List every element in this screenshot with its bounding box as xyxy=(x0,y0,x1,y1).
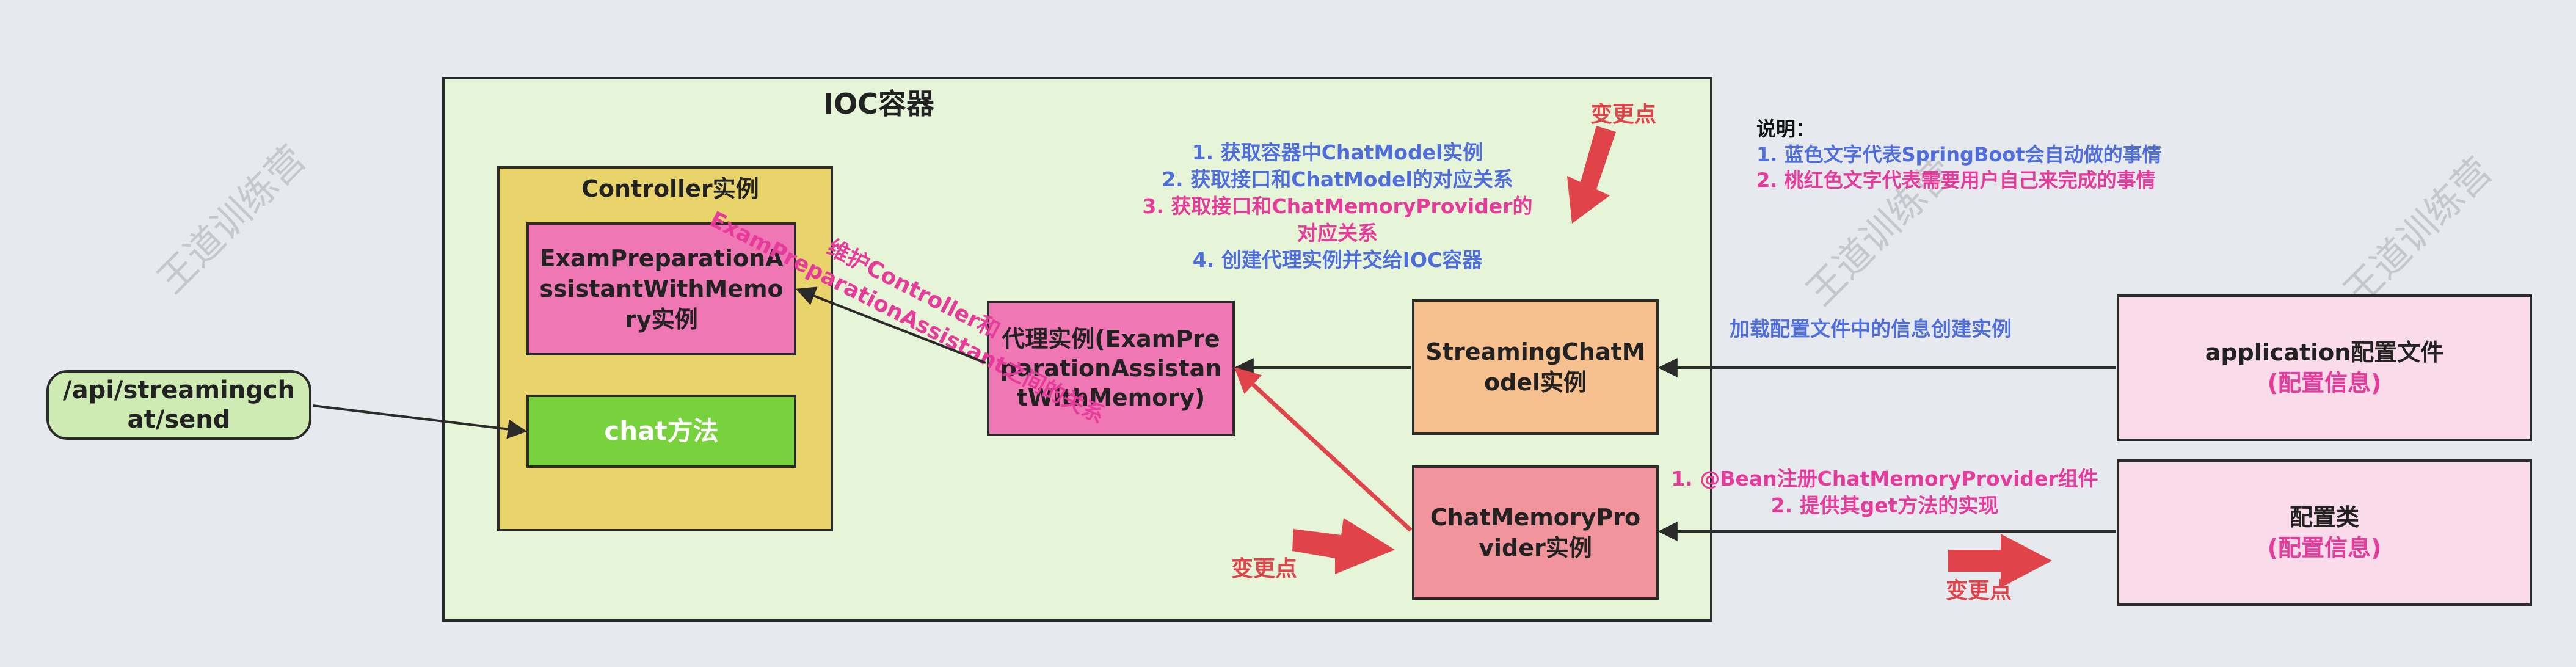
change-point-arrow xyxy=(1948,534,2052,588)
streaming-model-box: StreamingChatModel实例 xyxy=(1412,299,1659,435)
step-3-cont: 对应关系 xyxy=(1297,221,1378,245)
arrow-proxy-to-assistant xyxy=(796,286,986,364)
proxy-steps: 1. 获取容器中ChatModel实例 2. 获取接口和ChatModel的对应… xyxy=(1142,139,1533,274)
legend-pink: 2. 桃红色文字代表需要用户自己来完成的事情 xyxy=(1756,169,2156,192)
config-class-box: 配置类 (配置信息) xyxy=(2117,459,2532,606)
app-config-box: application配置文件 (配置信息) xyxy=(2117,294,2532,441)
chat-method-box: chat方法 xyxy=(526,395,796,468)
bean-notes: 1. @Bean注册ChatMemoryProvider组件 2. 提供其get… xyxy=(1665,465,2105,519)
step-3: 3. 获取接口和ChatMemoryProvider的 xyxy=(1142,194,1533,218)
config-class-label: 配置类 xyxy=(2289,504,2359,531)
step-4: 4. 创建代理实例并交给IOC容器 xyxy=(1192,248,1483,272)
legend-title: 说明： xyxy=(1756,117,1816,140)
step-1: 1. 获取容器中ChatModel实例 xyxy=(1192,140,1483,164)
bean-note-1: 1. @Bean注册ChatMemoryProvider组件 xyxy=(1671,467,2098,490)
config-class-sub: (配置信息) xyxy=(2267,534,2382,561)
controller-group-title: Controller实例 xyxy=(581,175,759,202)
exam-assistant-box: ExamPreparationAssistantWithMemory实例 xyxy=(526,222,796,355)
change-point-label: 变更点 xyxy=(1590,102,1657,127)
change-point-label: 变更点 xyxy=(1231,556,1298,581)
change-point-arrow xyxy=(1567,126,1616,224)
load-config-note: 加载配置文件中的信息创建实例 xyxy=(1730,317,2012,341)
api-endpoint-box: /api/streamingchat/send xyxy=(46,370,311,440)
app-config-sub: (配置信息) xyxy=(2267,370,2382,396)
ioc-container-title: IOC容器 xyxy=(823,87,934,120)
arrow-api-to-chat xyxy=(312,404,528,439)
arrow-memory-to-proxy xyxy=(1234,367,1413,532)
legend: 说明： 1. 蓝色文字代表SpringBoot会自动做的事情 2. 桃红色文字代… xyxy=(1756,116,2162,193)
memory-provider-box: ChatMemoryProvider实例 xyxy=(1412,465,1659,600)
proxy-instance-box: 代理实例(ExamPreparationAssistantWithMemory) xyxy=(987,301,1235,436)
bean-note-2: 2. 提供其get方法的实现 xyxy=(1770,494,1999,517)
change-point-arrow xyxy=(1292,518,1395,574)
legend-blue: 1. 蓝色文字代表SpringBoot会自动做的事情 xyxy=(1756,143,2162,166)
app-config-label: application配置文件 xyxy=(2205,339,2444,366)
step-2: 2. 获取接口和ChatModel的对应关系 xyxy=(1162,167,1513,191)
